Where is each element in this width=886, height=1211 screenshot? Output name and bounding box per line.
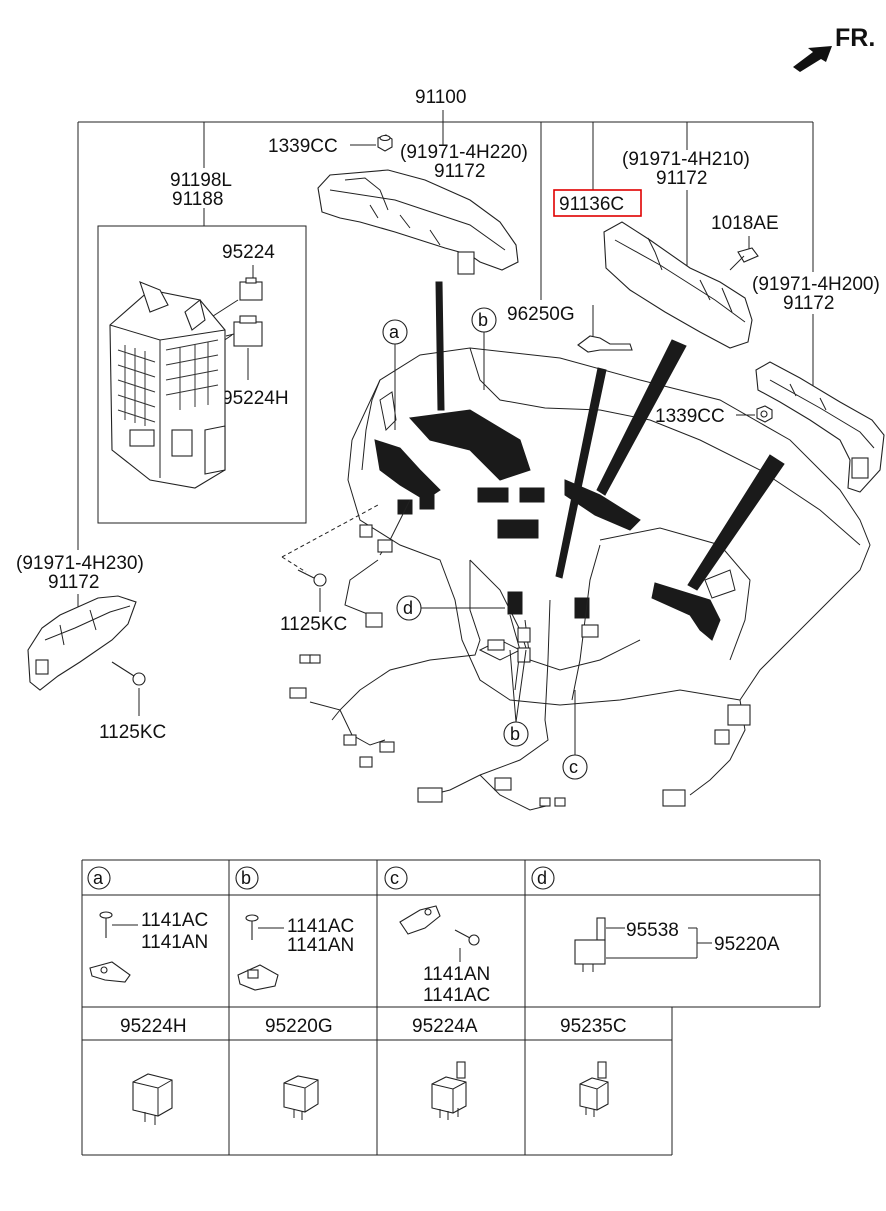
harness-mid-cover <box>603 221 759 349</box>
detail-cell-a: a 1141AC 1141AN <box>87 866 208 983</box>
highlight-box <box>553 189 642 217</box>
harness-top-part: 91172 <box>434 161 485 182</box>
harness-left-part: 91172 <box>48 572 99 593</box>
relay-top-label: 95224 <box>222 242 275 263</box>
bolt-right-label: 1339CC <box>655 406 725 427</box>
front-direction-indicator: FR. <box>793 24 875 72</box>
svg-text:b: b <box>510 724 520 744</box>
svg-text:a: a <box>93 868 104 888</box>
svg-text:95538: 95538 <box>626 920 679 941</box>
junction-box-label-1: 91198L <box>170 170 232 191</box>
callout-b-bottom: b <box>503 649 529 747</box>
svg-text:d: d <box>403 598 413 618</box>
svg-text:95224A: 95224A <box>412 1016 478 1037</box>
detail-cell-c: c 1141AN 1141AC <box>384 866 490 1006</box>
bolt-ae-label: 1018AE <box>711 213 779 234</box>
callout-d: d <box>396 595 505 621</box>
leader-wedges <box>435 281 785 591</box>
svg-text:1141AC: 1141AC <box>141 910 208 931</box>
clip-icon <box>399 905 441 935</box>
svg-text:1141AN: 1141AN <box>423 964 490 985</box>
bracket-icon <box>89 961 131 983</box>
detail-cell-relay-1: 95224H <box>120 1016 187 1125</box>
harness-mid-part: 91172 <box>656 168 707 189</box>
assembly-tree-lines: 91100 <box>77 87 814 550</box>
callout-a: a <box>382 319 408 430</box>
harness-right-code: (91971-4H200) <box>752 274 880 295</box>
connectors <box>289 524 751 807</box>
detail-table <box>81 859 821 1156</box>
screw-icon <box>454 929 480 946</box>
svg-text:1141AN: 1141AN <box>141 932 208 953</box>
detail-cell-b: b 1141AC 1141AN <box>235 866 354 991</box>
svg-text:95224H: 95224H <box>120 1016 187 1037</box>
relay-top-h-label: 95224H <box>222 388 289 409</box>
harness-left-cover <box>27 595 137 691</box>
svg-text:c: c <box>390 868 399 888</box>
svg-text:a: a <box>389 322 400 342</box>
relay-icon <box>579 1061 609 1117</box>
relay-icon <box>431 1061 467 1120</box>
svg-text:1141AC: 1141AC <box>423 985 490 1006</box>
harness-top-cover <box>317 169 519 275</box>
svg-text:c: c <box>569 757 578 777</box>
detail-cell-relay-3: 95224A <box>412 1016 478 1120</box>
svg-text:b: b <box>478 310 488 330</box>
screw-lower-label: 1125KC <box>99 722 166 743</box>
svg-text:d: d <box>537 868 547 888</box>
svg-text:95235C: 95235C <box>560 1016 627 1037</box>
callout-b-top: b <box>471 307 497 390</box>
front-arrow-icon <box>793 46 832 72</box>
front-label: FR. <box>835 24 875 52</box>
detail-cell-relay-2: 95220G <box>265 1016 333 1120</box>
screw-icon <box>245 914 259 940</box>
relay-top-h-icon <box>225 315 263 347</box>
junction-box-frame <box>97 225 307 524</box>
detail-cell-relay-4: 95235C <box>560 1016 627 1117</box>
svg-text:b: b <box>241 868 251 888</box>
highlighted-part-label: 91136C <box>559 194 624 215</box>
main-assembly-number: 91100 <box>415 87 466 108</box>
harness-right-cover <box>755 361 885 493</box>
relay-with-bracket-icon <box>574 917 606 972</box>
bolt-top-icon <box>377 134 393 152</box>
harness-left-code: (91971-4H230) <box>16 553 144 574</box>
harness-top-code: (91971-4H220) <box>400 142 528 163</box>
junction-box-label-2: 91188 <box>172 189 223 210</box>
svg-text:95220G: 95220G <box>265 1016 333 1037</box>
relay-icon <box>132 1073 173 1125</box>
svg-text:1141AC: 1141AC <box>287 916 354 937</box>
screw-icon <box>99 911 113 938</box>
clip-icon <box>577 335 633 353</box>
junction-box-icon <box>109 281 226 489</box>
harness-right-part: 91172 <box>783 293 834 314</box>
clip-icon <box>237 964 279 991</box>
relay-top-icon <box>239 277 263 301</box>
screw-upper-label: 1125KC <box>280 614 347 635</box>
relay-icon <box>283 1075 319 1120</box>
harness-mid-code: (91971-4H210) <box>622 149 750 170</box>
wiring-harness-dark <box>374 409 721 641</box>
screw-upper-icon <box>297 569 327 587</box>
clip-part-label: 96250G <box>507 304 575 325</box>
screw-lower-icon <box>111 661 146 686</box>
bolt-right-icon <box>756 405 773 423</box>
callout-c: c <box>562 690 588 780</box>
detail-cell-d: d 95538 95220A <box>531 866 780 972</box>
svg-text:1141AN: 1141AN <box>287 935 354 956</box>
svg-text:95220A: 95220A <box>714 934 780 955</box>
bolt-top-label: 1339CC <box>268 136 338 157</box>
